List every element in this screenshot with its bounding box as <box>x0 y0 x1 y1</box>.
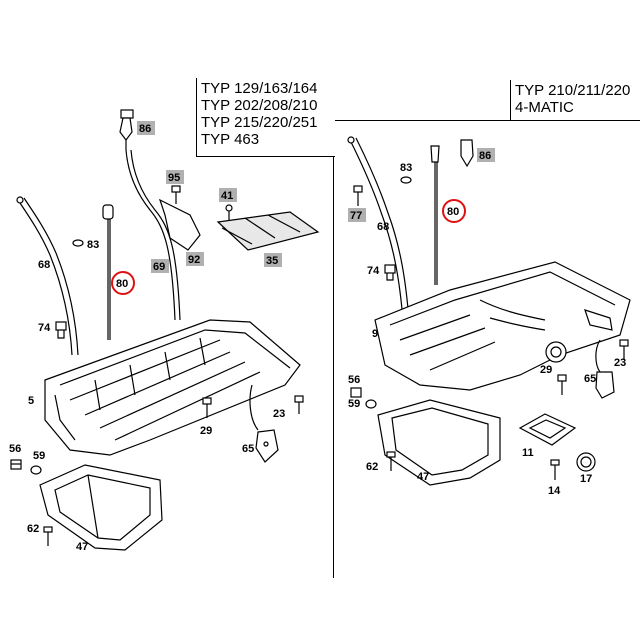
tube-68-left <box>17 199 73 356</box>
o-ring-83-left <box>72 239 84 247</box>
callout-9-right: 9 <box>372 328 378 340</box>
cover-35-left <box>216 211 320 251</box>
callout-86-left: 86 <box>139 123 151 135</box>
bolt-23-left <box>294 395 304 414</box>
callout-92-left: 92 <box>188 254 200 266</box>
typ-line: TYP 202/208/210 <box>201 97 318 114</box>
highlight-ring-80-right <box>442 199 466 223</box>
gasket-65-right <box>595 339 615 399</box>
plug-17-right <box>576 452 596 472</box>
callout-65-right: 65 <box>584 373 596 385</box>
callout-23-left: 23 <box>273 408 285 420</box>
callout-74-right: 74 <box>367 265 380 277</box>
callout-80-left: 80 <box>116 278 128 290</box>
callout-47-right: 47 <box>417 471 429 483</box>
bolt-23-right <box>619 339 629 360</box>
typ-line: TYP 129/163/164 <box>201 80 318 97</box>
drain-plug-56-left <box>10 459 22 470</box>
bolt-95-left <box>171 185 181 204</box>
callout-62-left: 62 <box>27 523 39 535</box>
callout-41-left: 41 <box>221 190 233 202</box>
o-ring-83-right <box>400 176 412 184</box>
typ-line: TYP 210/211/220 <box>515 82 631 99</box>
right-header-rule <box>334 120 510 121</box>
callout-11-right: 11 <box>522 447 534 459</box>
bolt-77-right <box>353 185 363 206</box>
callout-14-right: 14 <box>548 485 561 497</box>
callout-80-right: 80 <box>447 206 459 218</box>
typ-line: 4-MATIC <box>515 99 574 116</box>
dipstick-80-right <box>430 145 440 285</box>
bolt-62-right <box>386 451 396 471</box>
callout-68-right: 68 <box>377 221 389 233</box>
callout-68-left: 68 <box>38 259 50 271</box>
callout-62-right: 62 <box>366 461 378 473</box>
callout-56-left: 56 <box>9 443 21 455</box>
callout-5-left: 5 <box>28 395 34 407</box>
drain-plug-56-right <box>350 387 362 398</box>
model-type-box-right: TYP 210/211/220 4-MATIC <box>510 80 640 121</box>
callout-83-left: 83 <box>87 239 99 251</box>
bolt-29-left <box>202 397 212 418</box>
callout-29-right: 29 <box>540 364 552 376</box>
upper-oil-pan-5-left <box>44 319 301 456</box>
dipstick-handle-86-right <box>460 139 474 168</box>
seal-ring-59-left <box>30 465 42 475</box>
bracket-92-left <box>158 198 201 251</box>
lower-oil-pan-47-left <box>39 464 163 551</box>
callout-77-right: 77 <box>350 210 362 222</box>
callout-47-left: 47 <box>76 541 88 553</box>
screw-41-left <box>225 204 233 220</box>
seal-ring-59-right <box>365 399 377 409</box>
callout-65-left: 65 <box>242 443 254 455</box>
gasket-65-left <box>249 384 279 463</box>
callout-29-left: 29 <box>200 425 212 437</box>
callout-59-left: 59 <box>33 450 45 462</box>
lower-oil-pan-47-right <box>377 399 501 486</box>
plug-74-left <box>55 321 67 339</box>
typ-line: TYP 463 <box>201 131 260 148</box>
tube-68-right <box>349 139 404 321</box>
callout-17-right: 17 <box>580 473 592 485</box>
bolt-14-right <box>550 459 560 480</box>
typ-line: TYP 215/220/251 <box>201 114 318 131</box>
callout-59-right: 59 <box>348 398 360 410</box>
callout-35-left: 35 <box>266 255 278 267</box>
callout-23-right: 23 <box>614 357 626 369</box>
guide-tube-69-left <box>125 149 176 321</box>
bolt-29-right <box>557 374 567 395</box>
callout-86-right: 86 <box>479 150 491 162</box>
callout-83-right: 83 <box>400 162 412 174</box>
highlight-ring-80-left <box>111 271 135 295</box>
callout-95-left: 95 <box>168 172 180 184</box>
callout-69-left: 69 <box>153 261 165 273</box>
plug-74-right <box>384 264 396 281</box>
model-type-box-left: TYP 129/163/164 TYP 202/208/210 TYP 215/… <box>196 78 335 157</box>
callout-56-right: 56 <box>348 374 360 386</box>
dipstick-handle-86-left <box>119 109 134 150</box>
cover-11-right <box>518 413 577 446</box>
bolt-62-left <box>43 526 53 546</box>
dipstick-80-left <box>102 204 114 340</box>
callout-74-left: 74 <box>38 322 51 334</box>
panel-divider <box>333 78 334 578</box>
